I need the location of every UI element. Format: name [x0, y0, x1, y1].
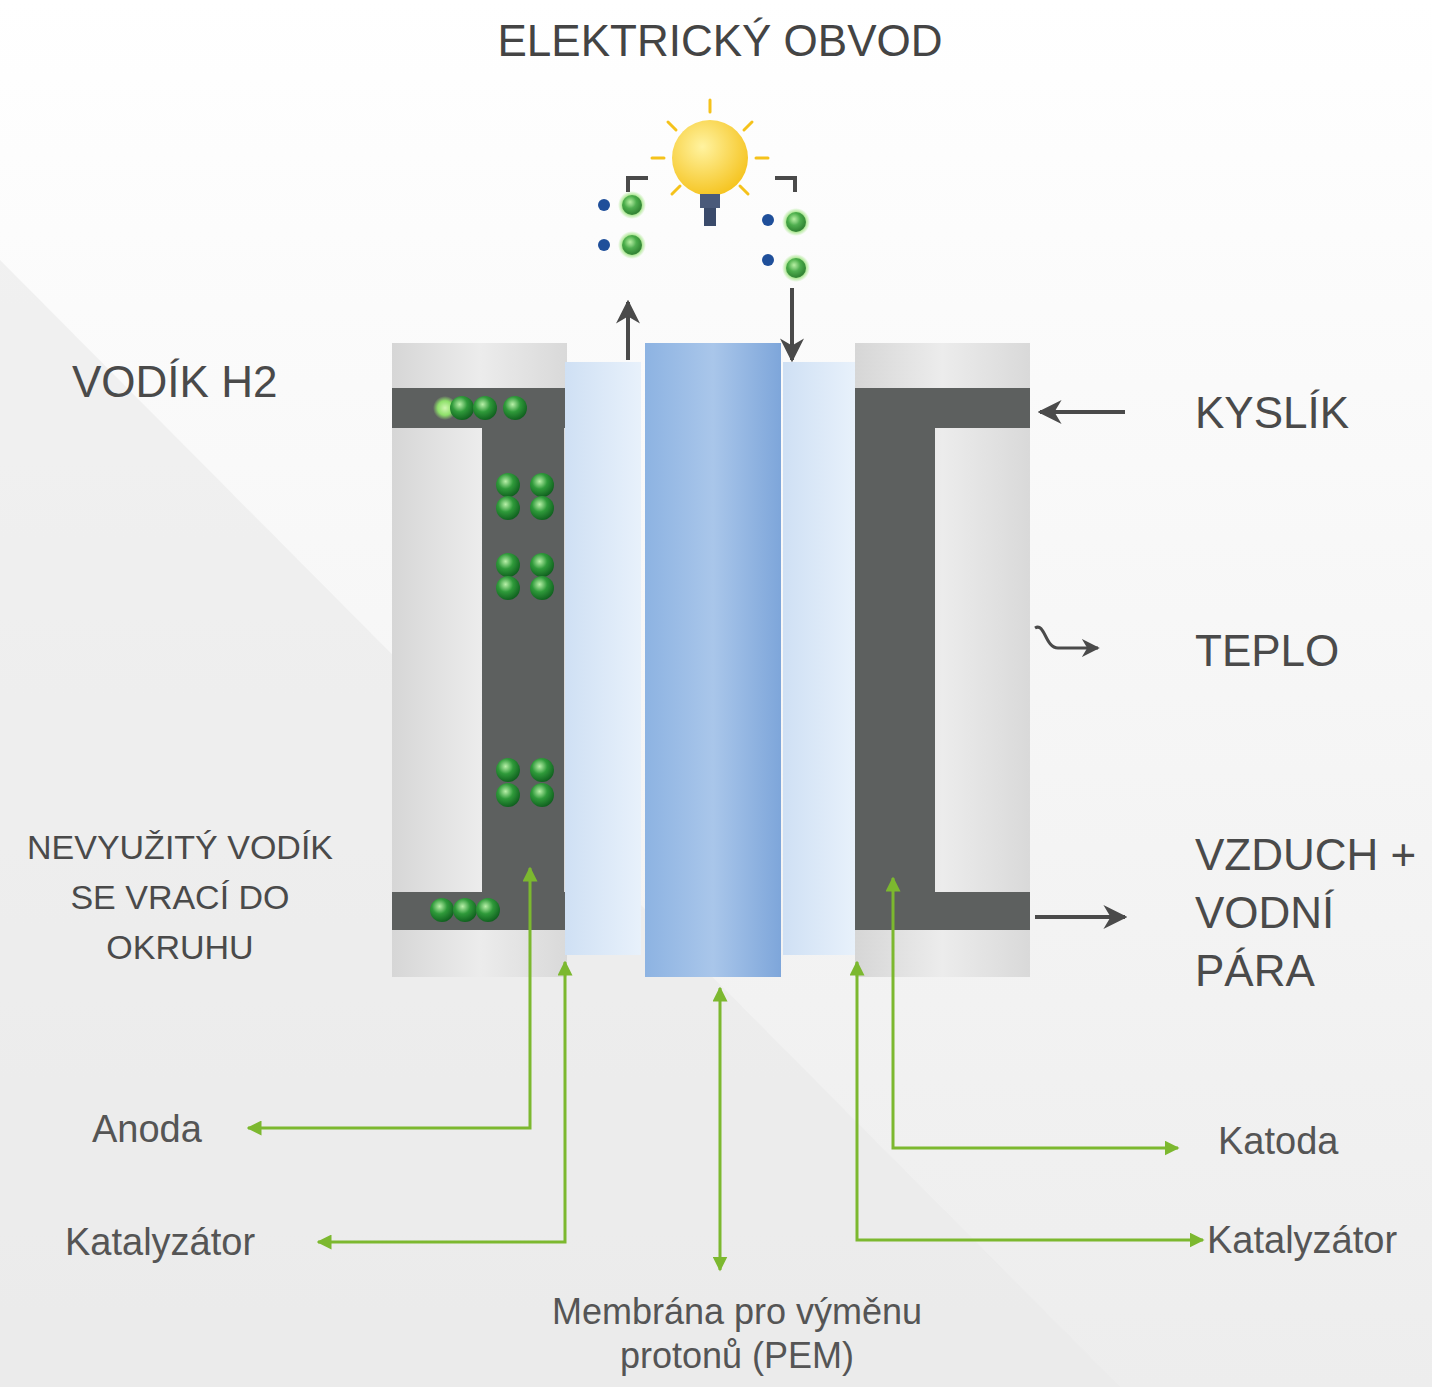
- note-label: NEVYUŽITÝ VODÍK SE VRACÍ DO OKRUHU: [5, 822, 355, 972]
- part-label: Katoda: [1218, 1118, 1338, 1164]
- part-label: Membrána pro výměnu protonů (PEM): [527, 1290, 947, 1378]
- output-label: TEPLO: [1195, 624, 1339, 678]
- part-label: Anoda: [92, 1106, 202, 1152]
- input-label: KYSLÍK: [1195, 386, 1349, 440]
- part-label: Katalyzátor: [65, 1219, 255, 1265]
- output-label: VZDUCH + VODNÍ PÁRA: [1195, 826, 1427, 1000]
- part-label: Katalyzátor: [1207, 1217, 1397, 1263]
- input-label: VODÍK H2: [72, 355, 277, 409]
- circuit-heading: ELEKTRICKÝ OBVOD: [420, 14, 1020, 68]
